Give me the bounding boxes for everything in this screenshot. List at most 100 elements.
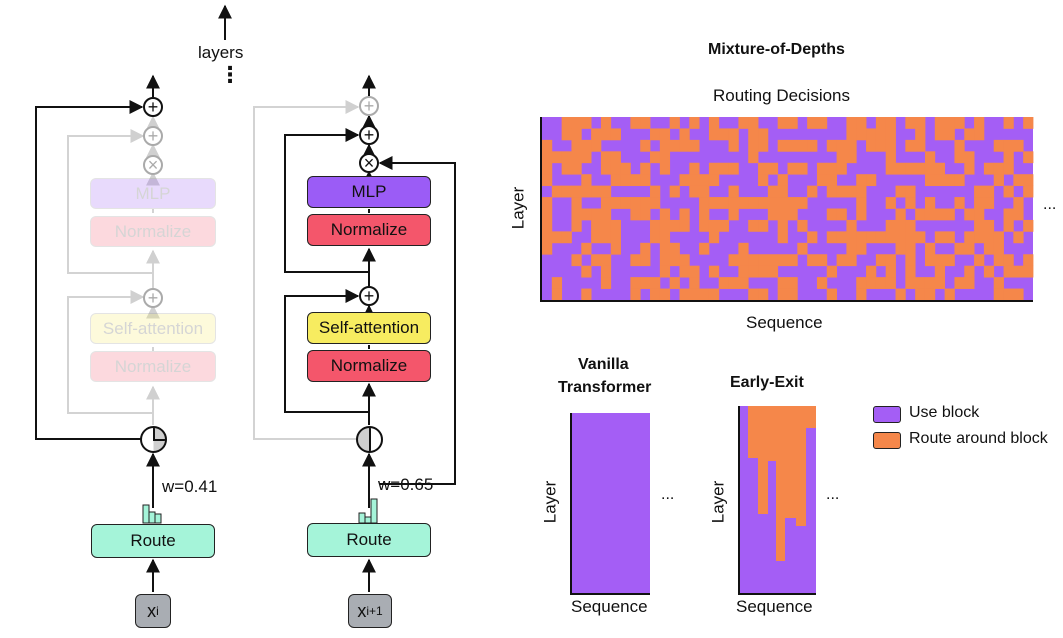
mod-heatmap-cell — [974, 197, 985, 209]
mod-heatmap-cell — [718, 162, 729, 175]
mod-heatmap-cell — [983, 197, 995, 209]
mod-heatmap-cell — [571, 254, 582, 267]
mod-heatmap-cell — [924, 242, 936, 255]
mod-heatmap-cell — [728, 162, 739, 175]
mod-heatmap-cell — [758, 288, 769, 301]
mod-heatmap-cell — [561, 231, 572, 244]
vanilla-ylabel: Layer — [540, 480, 560, 524]
mod-heatmap-cell — [866, 139, 877, 152]
mod-heatmap-cell — [748, 254, 759, 267]
mod-heatmap-cell — [748, 128, 759, 141]
mod-heatmap-cell — [1013, 197, 1024, 209]
mod-heatmap-cell — [699, 242, 710, 255]
mod-heatmap-cell — [924, 254, 936, 267]
vanilla-heatmap-bg — [572, 413, 650, 593]
mod-heatmap-cell — [581, 265, 592, 278]
mod-heatmap-cell — [905, 277, 916, 289]
mod-heatmap-cell — [728, 254, 739, 267]
mod-heatmap-cell — [758, 254, 769, 267]
mod-heatmap-cell — [787, 288, 798, 301]
mod-heatmap-cell — [944, 231, 955, 244]
left-token-sub: i — [156, 604, 159, 618]
mod-heatmap-cell — [610, 197, 621, 209]
mod-heatmap-cell — [728, 185, 739, 198]
left-router-gate-icon — [140, 426, 167, 453]
mod-heatmap-cell — [1003, 254, 1014, 267]
mod-routing-heatmap — [542, 117, 1034, 301]
mod-heatmap-cell — [1023, 185, 1034, 198]
mod-heatmap-cell — [650, 277, 661, 289]
mod-heatmap-cell — [1003, 219, 1014, 232]
mod-heatmap-cell — [650, 151, 661, 164]
mod-heatmap-cell — [905, 231, 916, 244]
mod-heatmap-cell — [816, 254, 828, 267]
mod-heatmap-cell — [787, 277, 798, 289]
mod-heatmap-cell — [767, 265, 779, 278]
mod-heatmap-cell — [856, 174, 867, 187]
mod-heatmap-cell — [934, 254, 946, 267]
mod-heatmap-cell — [885, 231, 896, 244]
mod-heatmap-cell — [944, 288, 955, 301]
mod-heatmap-cell — [699, 185, 710, 198]
mod-heatmap-cell — [561, 162, 572, 175]
mod-heatmap-cell — [905, 242, 916, 255]
mod-ylabel: Layer — [508, 186, 528, 230]
mod-heatmap-cell — [875, 254, 887, 267]
mod-heatmap-cell — [620, 162, 631, 175]
mod-heatmap-cell — [542, 219, 553, 232]
mod-heatmap-cell — [699, 208, 710, 221]
left-normalize-bottom-box: Normalize — [90, 351, 216, 382]
mod-heatmap-cell — [659, 162, 671, 175]
mod-heatmap-cell — [993, 254, 1004, 267]
mod-heatmap-cell — [915, 117, 926, 129]
mod-heatmap-cell — [905, 219, 916, 232]
mod-heatmap-cell — [748, 197, 759, 209]
mod-heatmap-cell — [600, 277, 612, 289]
early-exit-more: ... — [826, 486, 840, 503]
mod-heatmap-cell — [630, 254, 641, 267]
right-token-sub: i+1 — [366, 604, 383, 618]
mod-title: Mixture-of-Depths — [708, 41, 845, 58]
mod-heatmap-cell — [630, 117, 641, 129]
mod-heatmap-cell — [1013, 288, 1024, 301]
mod-heatmap-cell — [640, 117, 651, 129]
mod-heatmap-cell — [856, 185, 867, 198]
mod-heatmap-cell — [983, 231, 995, 244]
mod-heatmap-cell — [610, 242, 621, 255]
mod-heatmap-cell — [728, 208, 739, 221]
mod-heatmap-cell — [738, 242, 749, 255]
mod-heatmap-cell — [542, 208, 553, 221]
mod-heatmap-cell — [748, 265, 759, 278]
mod-heatmap-cell — [738, 254, 749, 267]
left-faded-add-icon-2: + — [143, 288, 163, 308]
mod-heatmap-cell — [708, 231, 720, 244]
vanilla-xlabel: Sequence — [571, 597, 648, 616]
mod-heatmap-cell — [767, 254, 779, 267]
early-exit-routing-heatmap — [740, 406, 816, 593]
early-exit-skip-column — [796, 406, 806, 526]
mod-heatmap-cell — [983, 162, 995, 175]
legend-use-block-label: Use block — [909, 404, 980, 421]
mod-heatmap-cell — [669, 277, 680, 289]
mod-heatmap-cell — [620, 197, 631, 209]
mod-heatmap-cell — [591, 219, 602, 232]
mod-heatmap-cell — [856, 288, 867, 301]
mod-heatmap-cell — [669, 254, 680, 267]
mod-heatmap-cell — [600, 254, 612, 267]
mod-heatmap-cell — [993, 174, 1004, 187]
mod-heatmap-cell — [856, 197, 867, 209]
mod-heatmap-cell — [1013, 231, 1024, 244]
mod-heatmap-cell — [983, 265, 995, 278]
mod-heatmap-cell — [542, 162, 553, 175]
mod-heatmap-cell — [983, 219, 995, 232]
mod-heatmap-cell — [915, 231, 926, 244]
mod-heatmap-cell — [875, 128, 887, 141]
left-residual-add-icon: + — [143, 97, 163, 117]
mod-heatmap-cell — [758, 128, 769, 141]
early-exit-skip-column — [758, 406, 768, 514]
mod-heatmap-cell — [915, 162, 926, 175]
mod-heatmap-cell — [826, 231, 837, 244]
mod-heatmap-cell — [1023, 174, 1034, 187]
mod-heatmap-cell — [738, 117, 749, 129]
mod-heatmap-cell — [738, 277, 749, 289]
